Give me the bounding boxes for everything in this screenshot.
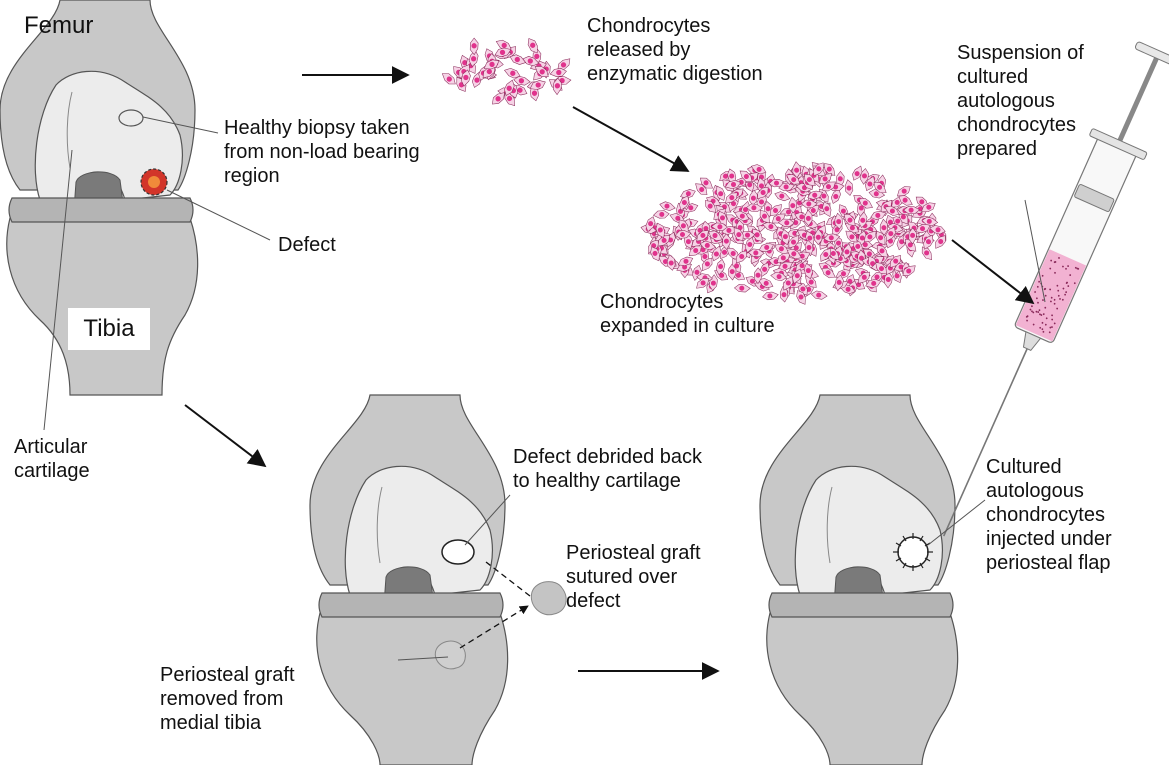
tibia-bone [767,613,958,765]
released-chondrocytes-cluster [439,37,572,108]
meniscus [9,198,193,222]
knee-repaired [760,395,958,765]
chondrocyte-cell [653,209,670,221]
debrided-defect [442,540,474,564]
chondrocyte-cell [514,76,531,85]
meniscus [769,593,953,617]
chondrocytes-expanded-label: Chondrocytes expanded in culture [600,290,775,338]
tibia-label: Tibia [68,308,150,350]
expanded-chondrocytes-culture [641,160,950,306]
knee-debrided [310,395,508,765]
biopsy-label: Healthy biopsy taken from non-load beari… [224,116,420,188]
chondrocyte-cell [774,191,791,202]
arrow-cells-to-culture [573,107,688,171]
defect-lesion [141,169,167,195]
arrow-culture-to-syringe [952,240,1033,303]
defect-label: Defect [278,233,336,257]
tibia-bone [7,218,198,395]
chondrocyte-cell [469,38,480,56]
chondrocyte-cell [659,201,676,211]
graft-sutured-label: Periosteal graft sutured over defect [566,541,701,613]
graft-removed-label: Periosteal graft removed from medial tib… [160,663,295,735]
suspension-prepared-label: Suspension of cultured autologous chondr… [957,41,1084,161]
graft-donor-site [435,641,465,669]
chondrocyte-cell [843,179,855,196]
femur-label: Femur [24,12,93,40]
meniscus [319,593,503,617]
chondrocyte-cell [811,291,827,299]
articular-cartilage-label: Articular cartilage [14,435,90,483]
chondrocyte-cell [749,190,758,206]
defect-debrided-label: Defect debrided back to healthy cartilag… [513,445,702,493]
periosteal-graft [531,582,566,615]
chondrocytes-released-label: Chondrocytes released by enzymatic diges… [587,14,763,86]
arrow-knee-to-debrided [185,405,265,466]
chondrocytes-injected-label: Cultured autologous chondrocytes injecte… [986,455,1112,575]
